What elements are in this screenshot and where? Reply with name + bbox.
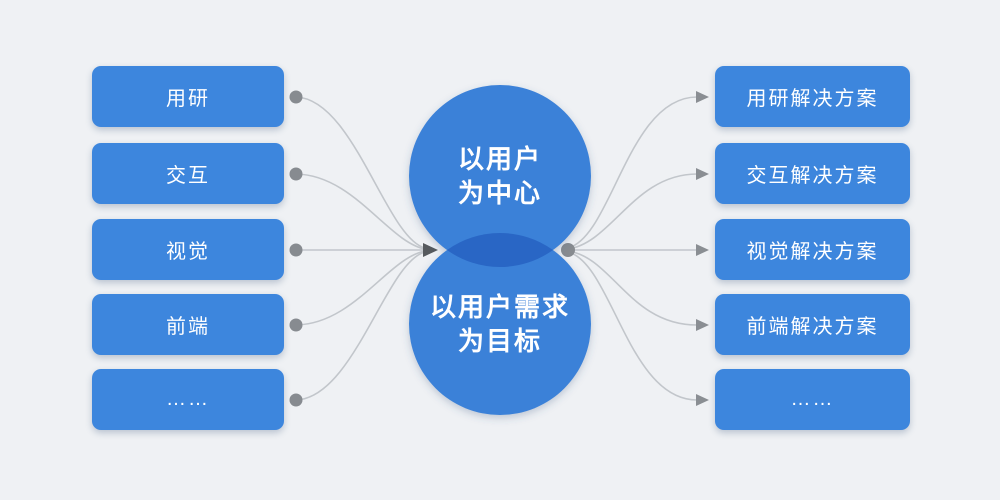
connector-right-2 bbox=[567, 173, 698, 250]
right-box-5: …… bbox=[715, 369, 910, 430]
right-box-4-label: 前端解决方案 bbox=[746, 316, 879, 338]
arrow-right-3-icon bbox=[696, 244, 709, 256]
left-box-5-label: …… bbox=[166, 388, 210, 410]
connector-left-4 bbox=[295, 250, 426, 326]
venn-overlap bbox=[447, 232, 553, 268]
right-box-2-label: 交互解决方案 bbox=[746, 165, 879, 187]
dot-fanout-origin bbox=[561, 243, 575, 257]
connector-right-4 bbox=[567, 250, 698, 326]
right-box-3-label: 视觉解决方案 bbox=[746, 241, 879, 263]
arrow-right-5-icon bbox=[696, 394, 709, 406]
connector-right-5 bbox=[567, 251, 698, 401]
left-box-4-label: 前端 bbox=[166, 316, 210, 338]
connector-left-5 bbox=[295, 251, 426, 401]
left-box-3: 视觉 bbox=[92, 219, 284, 280]
connector-left-2 bbox=[295, 173, 426, 250]
left-box-1-label: 用研 bbox=[166, 88, 210, 110]
right-box-1: 用研解决方案 bbox=[715, 66, 910, 127]
connector-left-1 bbox=[295, 96, 426, 249]
left-box-2-label: 交互 bbox=[166, 165, 210, 187]
arrow-right-2-icon bbox=[696, 168, 709, 180]
dot-left-2 bbox=[289, 167, 303, 181]
right-box-4: 前端解决方案 bbox=[715, 294, 910, 355]
dot-left-3 bbox=[289, 243, 303, 257]
left-box-4: 前端 bbox=[92, 294, 284, 355]
connector-right-1 bbox=[567, 96, 698, 249]
convergence-arrow-icon bbox=[423, 243, 438, 257]
bottom-circle bbox=[409, 233, 591, 415]
arrow-right-1-icon bbox=[696, 91, 709, 103]
dot-left-1 bbox=[289, 90, 303, 104]
left-box-3-label: 视觉 bbox=[166, 241, 210, 263]
left-box-1: 用研 bbox=[92, 66, 284, 127]
arrow-right-4-icon bbox=[696, 319, 709, 331]
right-box-5-label: …… bbox=[790, 388, 835, 410]
right-box-2: 交互解决方案 bbox=[715, 143, 910, 204]
right-box-1-label: 用研解决方案 bbox=[746, 88, 879, 110]
top-circle bbox=[409, 85, 591, 267]
dot-left-4 bbox=[289, 318, 303, 332]
left-box-2: 交互 bbox=[92, 143, 284, 204]
left-box-5: …… bbox=[92, 369, 284, 430]
right-box-3: 视觉解决方案 bbox=[715, 219, 910, 280]
dot-left-5 bbox=[289, 393, 303, 407]
